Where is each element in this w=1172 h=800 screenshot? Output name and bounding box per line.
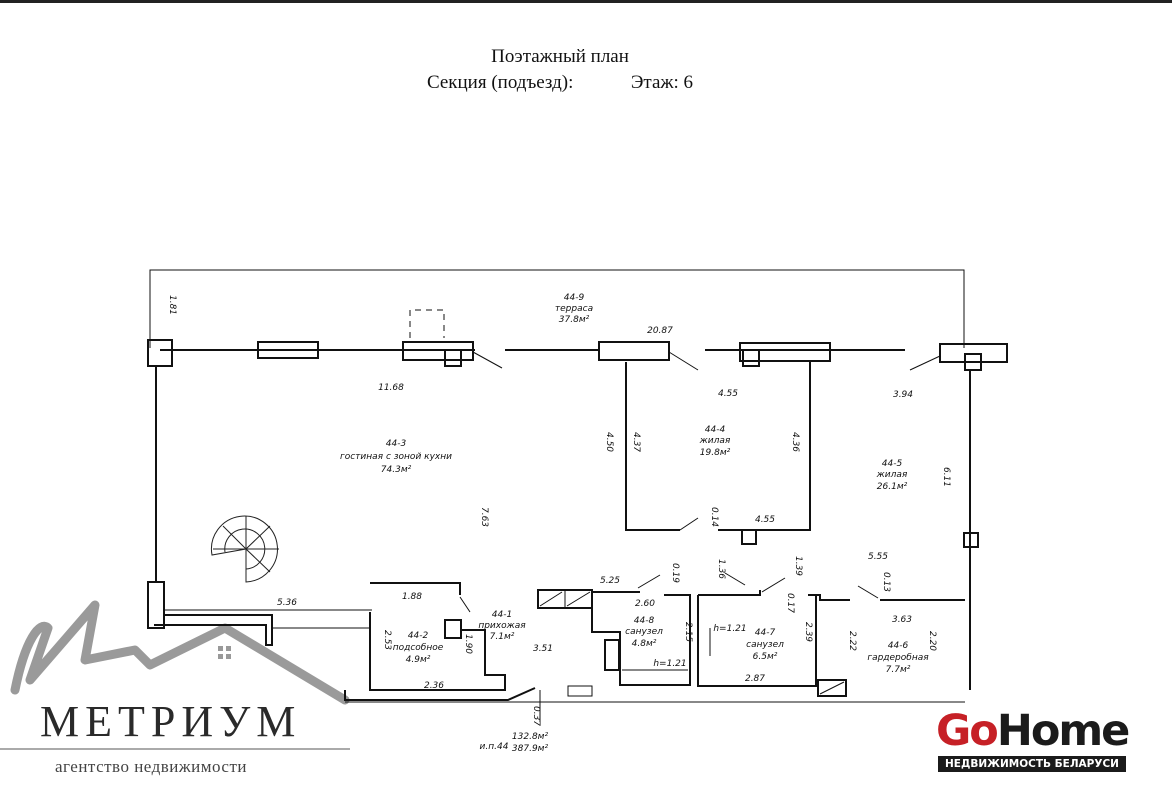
room-44-4-name: жилая <box>699 436 731 446</box>
room-44-5-area: 26.1м² <box>877 482 908 492</box>
svg-text:2.87: 2.87 <box>745 674 765 684</box>
room-44-8-area: 4.8м² <box>632 639 657 649</box>
svg-text:5.55: 5.55 <box>868 552 888 562</box>
room-44-6-area: 7.7м² <box>886 665 911 675</box>
svg-text:2.36: 2.36 <box>424 681 444 691</box>
svg-text:20.87: 20.87 <box>647 326 673 336</box>
room-44-6-name: гардеробная <box>867 653 929 663</box>
room-44-7-id: 44-7 <box>755 628 776 638</box>
svg-text:2.39: 2.39 <box>803 622 813 642</box>
svg-text:h=1.21: h=1.21 <box>713 624 746 634</box>
metrium-logo-graphic <box>10 600 350 705</box>
room-44-2-id: 44-2 <box>408 631 429 641</box>
room-44-8-id: 44-8 <box>634 616 655 626</box>
dimension-labels: 1.81 11.68 20.87 4.55 3.94 4.50 4.37 4.3… <box>167 295 951 726</box>
room-44-9-name: терраса <box>555 304 593 314</box>
room-44-9-area: 37.8м² <box>559 315 590 325</box>
room-44-3-area: 74.3м² <box>381 465 412 475</box>
svg-text:11.68: 11.68 <box>378 383 404 393</box>
svg-text:3.51: 3.51 <box>533 644 553 654</box>
svg-text:0.13: 0.13 <box>881 572 891 592</box>
plan-subtitle: Секция (подъезд): Этаж: 6 <box>0 72 1120 94</box>
room-labels: 44-9 терраса 37.8м² 44-3 гостиная с зоно… <box>340 293 929 675</box>
svg-text:5.36: 5.36 <box>277 598 297 608</box>
svg-text:0.19: 0.19 <box>670 563 680 583</box>
metrium-tagline: агентство недвижимости <box>55 757 247 776</box>
room-44-4-id: 44-4 <box>705 425 726 435</box>
room-44-7-area: 6.5м² <box>753 652 778 662</box>
room-44-2-area: 4.9м² <box>406 655 431 665</box>
svg-text:2.20: 2.20 <box>927 631 937 651</box>
room-44-9-id: 44-9 <box>564 293 585 303</box>
summary-area: и.п.44 132.8м² 387.9м² <box>480 732 549 754</box>
room-44-7-name: санузел <box>746 640 784 650</box>
gohome-logo: GoHome <box>936 706 1130 756</box>
svg-text:1.39: 1.39 <box>793 556 803 576</box>
svg-text:3.94: 3.94 <box>893 390 913 400</box>
svg-text:0.17: 0.17 <box>785 593 795 613</box>
metrium-logo: МЕТРИУМ <box>40 697 302 746</box>
svg-text:4.37: 4.37 <box>631 432 641 452</box>
svg-text:3.63: 3.63 <box>892 615 912 625</box>
svg-text:1.36: 1.36 <box>716 559 726 579</box>
room-44-4-area: 19.8м² <box>700 448 731 458</box>
svg-text:2.15: 2.15 <box>683 622 693 642</box>
svg-text:1.81: 1.81 <box>167 295 177 315</box>
total-area: 387.9м² <box>512 744 549 754</box>
room-44-3-id: 44-3 <box>386 439 407 449</box>
gohome-tagline: НЕДВИЖИМОСТЬ БЕЛАРУСИ <box>938 756 1126 772</box>
room-44-5-id: 44-5 <box>882 459 903 469</box>
plan-title: Поэтажный план <box>491 46 629 67</box>
room-44-6-id: 44-6 <box>888 641 909 651</box>
svg-text:2.53: 2.53 <box>382 630 392 650</box>
room-44-3-name: гостиная с зоной кухни <box>340 452 452 462</box>
room-44-8-name: санузел <box>625 627 663 637</box>
svg-text:0.37: 0.37 <box>531 706 541 726</box>
svg-text:1.90: 1.90 <box>463 634 473 654</box>
svg-text:4.50: 4.50 <box>604 432 614 452</box>
unit-number: и.п.44 <box>480 742 509 752</box>
svg-text:2.22: 2.22 <box>847 631 857 651</box>
svg-text:4.36: 4.36 <box>790 432 800 452</box>
spiral-stair-icon <box>210 515 279 583</box>
room-44-1-id: 44-1 <box>492 610 512 620</box>
room-44-1-name: прихожая <box>478 621 526 631</box>
svg-text:h=1.21: h=1.21 <box>653 659 686 669</box>
room-44-1-area: 7.1м² <box>490 632 515 642</box>
floor-label: Этаж: 6 <box>630 72 694 93</box>
svg-text:2.60: 2.60 <box>635 599 655 609</box>
svg-text:6.11: 6.11 <box>941 467 951 487</box>
svg-text:1.88: 1.88 <box>402 592 422 602</box>
room-44-5-name: жилая <box>876 470 908 480</box>
metrium-divider <box>0 748 350 750</box>
section-label: Секция (подъезд): <box>426 72 574 93</box>
living-area: 132.8м² <box>512 732 549 742</box>
walls <box>147 269 1008 722</box>
svg-text:7.63: 7.63 <box>479 507 489 527</box>
room-44-2-name: подсобное <box>393 643 444 653</box>
svg-text:0.14: 0.14 <box>709 507 719 527</box>
svg-text:5.25: 5.25 <box>600 576 620 586</box>
top-border <box>0 0 1172 3</box>
svg-text:4.55: 4.55 <box>755 515 775 525</box>
svg-text:4.55: 4.55 <box>718 389 738 399</box>
